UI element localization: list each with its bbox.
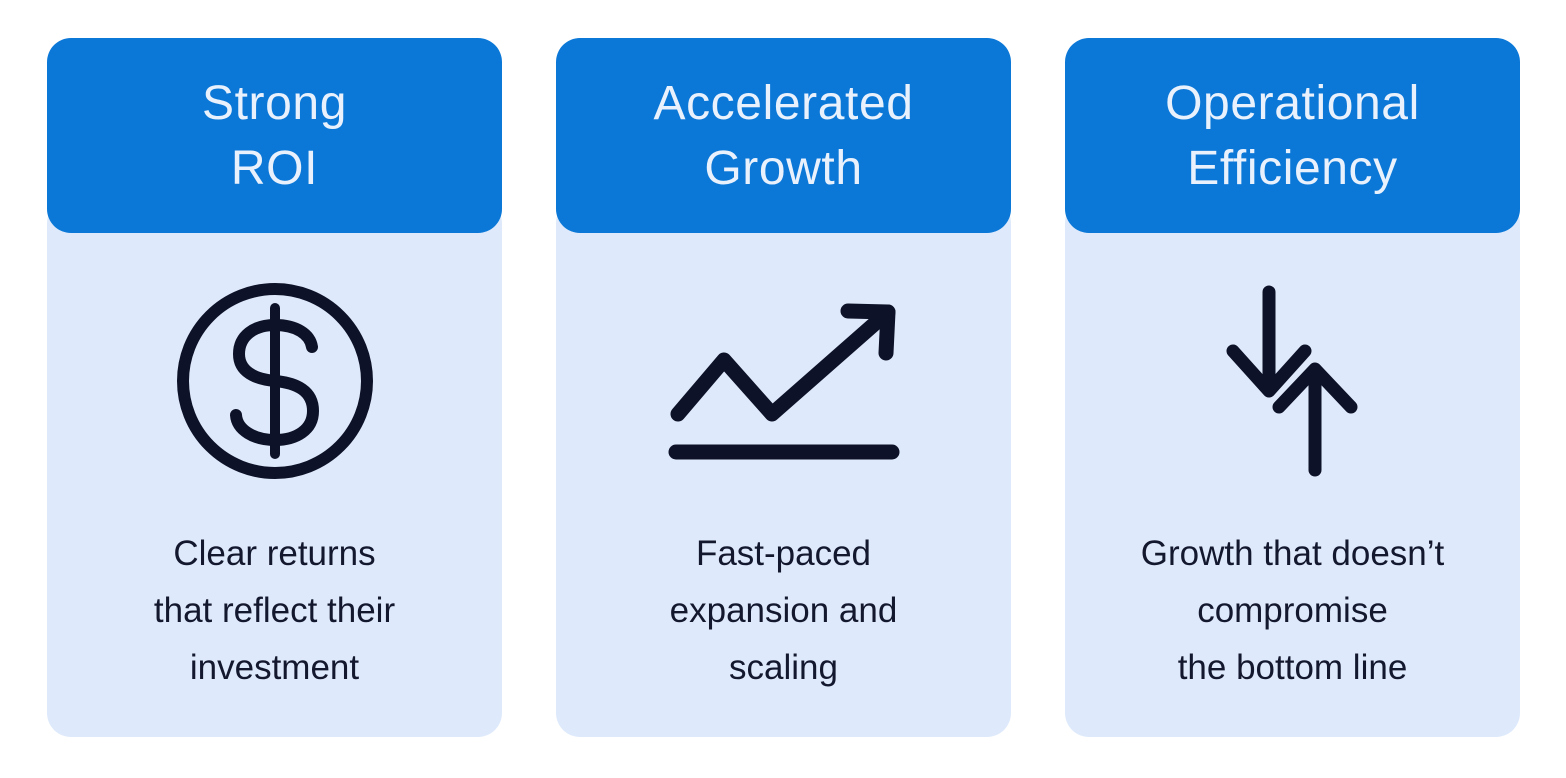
card-header: Accelerated Growth bbox=[556, 38, 1011, 233]
card-description: Growth that doesn’t compromise the botto… bbox=[1140, 534, 1445, 687]
card-body: Growth that doesn’t compromise the botto… bbox=[1065, 199, 1520, 737]
benefit-cards: Strong ROI Clear returns that reflect th… bbox=[47, 38, 1520, 737]
icon-box bbox=[1225, 275, 1361, 487]
card-header: Strong ROI bbox=[47, 38, 502, 233]
dollar-circle-icon bbox=[176, 283, 373, 479]
card-strong-roi: Strong ROI Clear returns that reflect th… bbox=[47, 38, 502, 737]
card-operational-efficiency: Operational Efficiency Growth that doesn… bbox=[1065, 38, 1520, 737]
card-title: Strong ROI bbox=[201, 76, 348, 195]
card-title: Operational Efficiency bbox=[1165, 76, 1420, 195]
icon-box bbox=[664, 275, 904, 487]
icon-box bbox=[172, 275, 378, 487]
card-description: Clear returns that reflect their investm… bbox=[153, 534, 396, 687]
card-body: Clear returns that reflect their investm… bbox=[47, 199, 502, 737]
growth-chart-icon bbox=[668, 303, 899, 460]
card-header: Operational Efficiency bbox=[1065, 38, 1520, 233]
card-title: Accelerated Growth bbox=[653, 76, 914, 195]
down-up-arrows-icon bbox=[1226, 285, 1357, 477]
card-accelerated-growth: Accelerated Growth Fast-paced expansion … bbox=[556, 38, 1011, 737]
card-body: Fast-paced expansion and scaling bbox=[556, 199, 1011, 737]
card-description: Fast-paced expansion and scaling bbox=[669, 534, 898, 687]
